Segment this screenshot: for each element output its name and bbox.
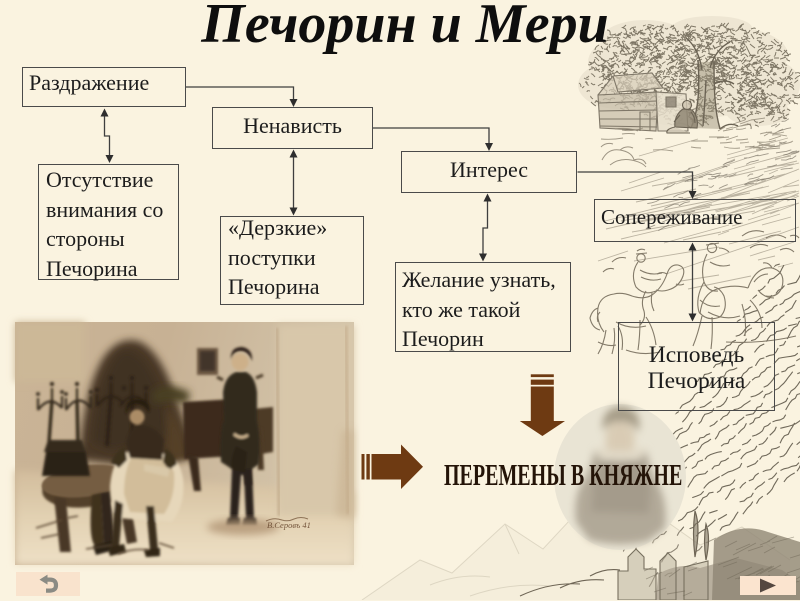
svg-text:В.Серовъ 41: В.Серовъ 41 xyxy=(267,520,311,530)
